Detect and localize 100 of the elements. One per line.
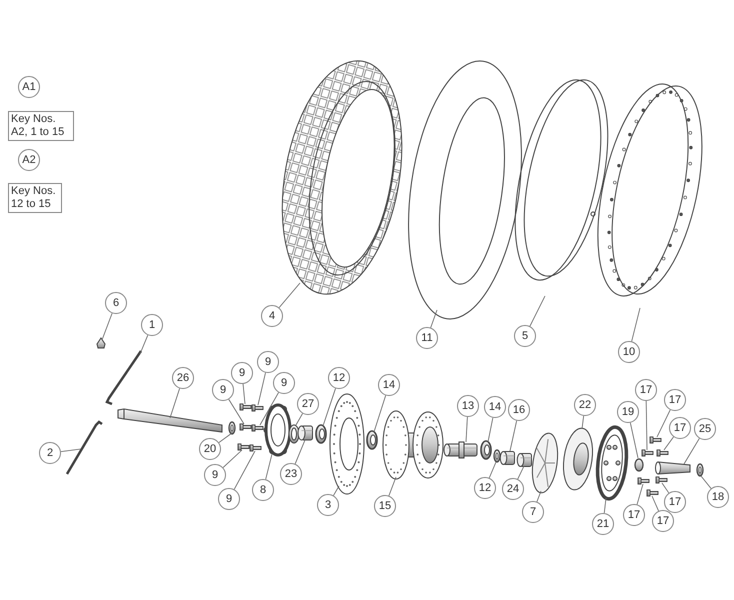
- callout-circle: [502, 478, 524, 500]
- callout-circle: [618, 341, 640, 363]
- leader-line: [664, 436, 674, 450]
- callout-circle: [199, 438, 221, 460]
- inner-tube-drawing: [408, 60, 522, 320]
- callout-number: 6: [112, 297, 120, 309]
- callout-circle: [623, 504, 645, 526]
- washer-drawing: [493, 449, 501, 463]
- bolt-drawing: [656, 450, 668, 456]
- leader-line: [631, 308, 640, 342]
- callout-circle: [39, 442, 61, 464]
- callout-circle: [212, 379, 234, 401]
- sprocket-carrier-drawing: [563, 428, 593, 490]
- leader-line: [604, 498, 606, 514]
- spindle-drawing: [444, 442, 478, 458]
- bolt-drawing: [252, 424, 264, 432]
- spacer-drawing: [516, 453, 532, 467]
- callout-number: 4: [268, 310, 276, 322]
- leader-line: [488, 417, 494, 442]
- bush-drawing: [298, 426, 313, 440]
- leader-line: [322, 388, 336, 426]
- leader-line: [170, 388, 180, 418]
- nut-drawing: [634, 458, 644, 472]
- callout-circle: [231, 362, 253, 384]
- leader-line: [374, 395, 386, 432]
- note-box: [8, 183, 62, 213]
- leader-line: [700, 476, 712, 489]
- leader-line: [517, 466, 524, 480]
- callout-number: 17: [668, 496, 682, 508]
- callout-number: 20: [204, 443, 216, 455]
- callout-number: 17: [674, 422, 686, 434]
- leader-line: [278, 282, 300, 308]
- tyre-drawing: [282, 60, 402, 295]
- callout-circle: [261, 305, 283, 327]
- washer-drawing: [696, 463, 704, 477]
- callout-circle: [317, 494, 339, 516]
- leader-line: [684, 438, 700, 464]
- bolt-drawing: [238, 444, 250, 450]
- callout-number: 19: [622, 406, 634, 418]
- leader-line: [582, 416, 584, 430]
- leader-line: [536, 490, 542, 502]
- callout-number: A1: [22, 81, 36, 93]
- callout-circle: [252, 479, 274, 501]
- leader-line: [258, 372, 266, 406]
- brake-disc-drawing: [330, 394, 364, 494]
- callout-circle: [204, 464, 226, 486]
- callout-number: 12: [478, 482, 492, 494]
- callout-circle: [514, 325, 536, 347]
- callout-circle: [508, 399, 530, 421]
- callout-number: 17: [656, 515, 670, 527]
- leader-line: [294, 440, 306, 464]
- callout-number: 11: [421, 332, 433, 344]
- callout-circle: [707, 486, 729, 508]
- rod-drawing: [66, 420, 103, 475]
- callout-number: 16: [512, 404, 526, 416]
- leader-line: [662, 482, 670, 494]
- leader-line: [646, 400, 648, 450]
- leader-line: [102, 312, 112, 340]
- callout-circle: [273, 372, 295, 394]
- callout-number: 17: [668, 394, 682, 406]
- callout-circle: [574, 394, 596, 416]
- rim-band-drawing: [514, 80, 608, 280]
- callout-number: 10: [622, 346, 636, 358]
- spacer-drawing: [500, 451, 515, 465]
- callout-number: 5: [522, 330, 528, 342]
- callout-number: 26: [176, 372, 190, 384]
- callout-number: A2: [22, 154, 36, 166]
- callout-circle: [669, 417, 691, 439]
- callout-circle: [592, 513, 614, 535]
- leader-line: [530, 296, 546, 327]
- leader-line: [388, 476, 396, 496]
- callout-number: 24: [506, 483, 520, 495]
- callout-circle: [328, 367, 350, 389]
- callout-circle: [18, 76, 40, 98]
- leader-line: [228, 398, 244, 424]
- leader-line: [218, 432, 232, 443]
- leader-line: [466, 416, 468, 442]
- sleeve-drawing: [655, 461, 690, 475]
- leader-line: [260, 392, 279, 426]
- bolt-drawing: [250, 444, 262, 452]
- bolt-drawing: [650, 436, 662, 444]
- bearing-drawing: [366, 430, 378, 450]
- callout-circle: [218, 488, 240, 510]
- leader-line: [636, 484, 644, 505]
- leader-line: [60, 448, 82, 452]
- callout-circle: [522, 501, 544, 523]
- hub-drawing: [382, 410, 444, 480]
- bearing-drawing: [315, 424, 327, 444]
- leader-line: [333, 486, 340, 496]
- leader-line: [140, 334, 148, 354]
- callout-number: 25: [698, 423, 712, 435]
- note-text: Key Nos. 12 to 15: [11, 185, 57, 211]
- bolt-drawing: [240, 404, 252, 410]
- bolt-drawing: [646, 490, 658, 496]
- leader-line: [222, 450, 242, 468]
- rod-drawing: [105, 350, 142, 406]
- callout-circle: [374, 495, 396, 517]
- bolt-drawing: [252, 404, 264, 412]
- callout-number: 2: [46, 447, 54, 459]
- callout-number: 27: [302, 398, 314, 410]
